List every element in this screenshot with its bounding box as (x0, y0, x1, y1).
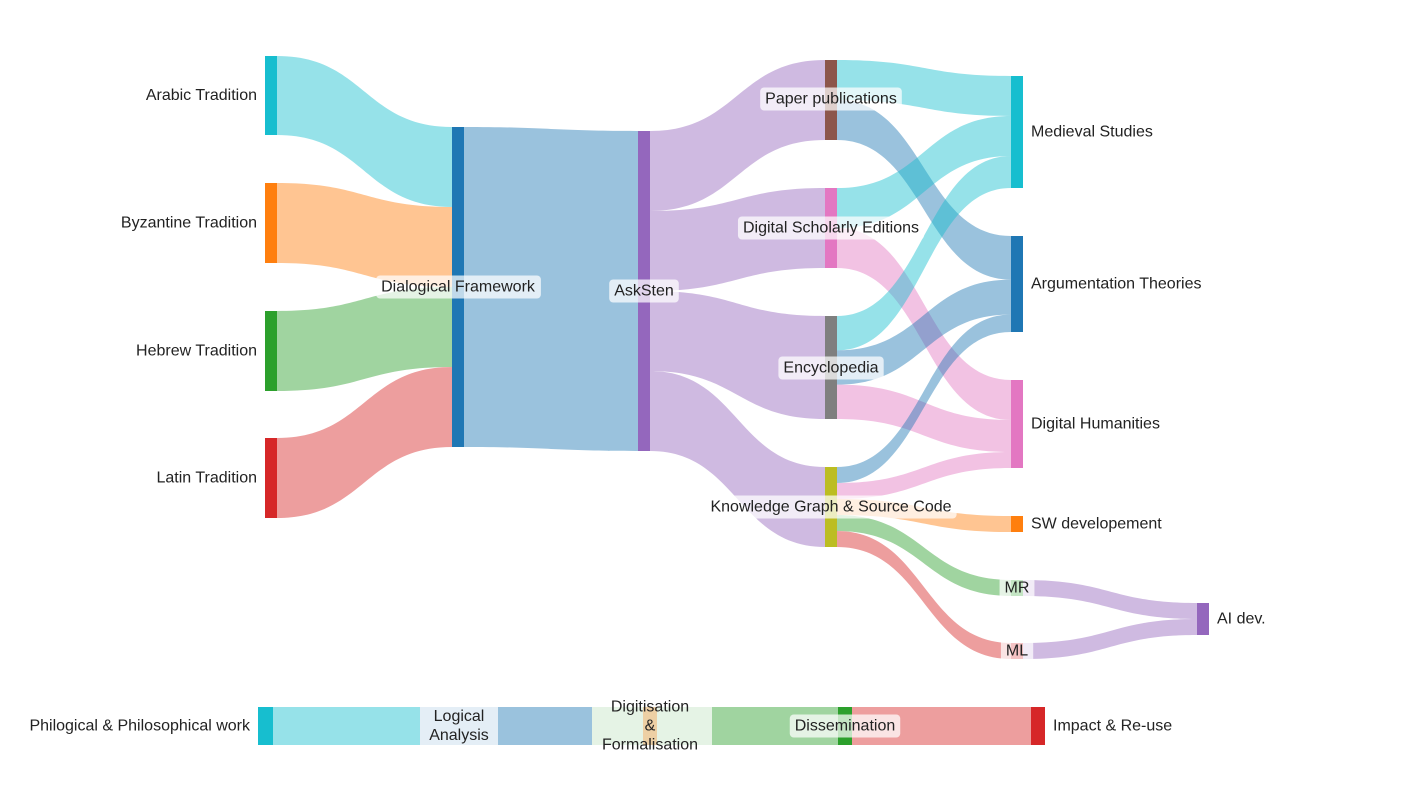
label-digital-scholarly-editions: Digital Scholarly Editions (737, 216, 925, 240)
link-encyclopedia-to-dh (837, 384, 1011, 452)
link-dialogical-to-asksten (464, 127, 638, 451)
label-sw-developement: SW developement (1031, 516, 1162, 533)
label-paper-publications: Paper publications (760, 87, 902, 111)
link-paper-to-argumentation (837, 100, 1011, 280)
svg-text:Impact & Re-use: Impact & Re-use (1053, 718, 1172, 735)
link-latin-to-dialogical (277, 367, 452, 518)
pipeline-end-label: Impact & Re-use (1053, 718, 1172, 735)
label-medieval-studies: Medieval Studies (1031, 124, 1153, 141)
label-ai-dev: AI dev. (1217, 611, 1266, 628)
link-ml-to-aidev (1023, 619, 1197, 659)
svg-text:Dialogical Framework: Dialogical Framework (381, 279, 536, 296)
svg-text:Digital Humanities: Digital Humanities (1031, 416, 1160, 433)
svg-text:Arabic Tradition: Arabic Tradition (146, 87, 257, 104)
svg-text:MR: MR (1005, 580, 1030, 597)
pipeline-legend: Philogical & Philosophical work Impact & … (29, 699, 1172, 754)
link-kg-to-argumentation (837, 314, 1011, 483)
svg-text:SW developement: SW developement (1031, 516, 1162, 533)
pipeline-segment-2 (420, 707, 498, 745)
svg-text:Logical: Logical (434, 708, 485, 725)
link-byzantine-to-dialogical (277, 183, 452, 287)
pipeline-stage-dissemination: Dissemination (789, 714, 901, 738)
svg-text:Digital Scholarly Editions: Digital Scholarly Editions (743, 220, 919, 237)
label-argumentation-theories: Argumentation Theories (1031, 276, 1201, 293)
node-sw[interactable] (1011, 516, 1023, 532)
link-kg-to-ml (837, 531, 1011, 659)
link-dse-to-medieval (837, 116, 1011, 228)
label-asksten: AskSten (609, 279, 679, 303)
svg-text:Digitisation: Digitisation (611, 699, 689, 716)
svg-text:Hebrew Tradition: Hebrew Tradition (136, 343, 257, 360)
link-hebrew-to-dialogical (277, 287, 452, 391)
label-mr: MR (999, 576, 1035, 600)
svg-text:Latin Tradition: Latin Tradition (156, 470, 257, 487)
link-kg-to-dh (837, 452, 1011, 499)
label-byzantine-tradition: Byzantine Tradition (121, 215, 257, 232)
pipeline-marker (643, 707, 657, 745)
label-digital-humanities: Digital Humanities (1031, 416, 1160, 433)
svg-text:Philogical & Philosophical wor: Philogical & Philosophical work (29, 718, 251, 735)
svg-text:Argumentation Theories: Argumentation Theories (1031, 276, 1201, 293)
svg-text:Byzantine Tradition: Byzantine Tradition (121, 215, 257, 232)
node-aidev[interactable] (1197, 603, 1209, 635)
svg-text:Formalisation: Formalisation (602, 737, 698, 754)
svg-text:Medieval Studies: Medieval Studies (1031, 124, 1153, 141)
pipeline-segment-3 (498, 707, 592, 745)
svg-text:AskSten: AskSten (614, 283, 674, 300)
pipeline-start-label: Philogical & Philosophical work (29, 718, 251, 735)
svg-text:Paper publications: Paper publications (765, 91, 897, 108)
node-hebrew[interactable] (265, 311, 277, 391)
node-arabic[interactable] (265, 56, 277, 135)
svg-text:Encyclopedia: Encyclopedia (783, 360, 878, 377)
link-asksten-to-encyclopedia (650, 291, 825, 419)
node-dh[interactable] (1011, 380, 1023, 468)
svg-text:AI dev.: AI dev. (1217, 611, 1266, 628)
link-asksten-to-paper (650, 60, 825, 211)
link-dse-to-dh (837, 228, 1011, 420)
pipeline-segment-0 (258, 707, 273, 745)
svg-text:Analysis: Analysis (429, 727, 489, 744)
link-asksten-to-dse (650, 188, 825, 291)
label-hebrew-tradition: Hebrew Tradition (136, 343, 257, 360)
label-latin-tradition: Latin Tradition (156, 470, 257, 487)
pipeline-segment-4 (592, 707, 712, 745)
link-encyclopedia-to-medieval (837, 156, 1011, 351)
node-medieval[interactable] (1011, 76, 1023, 188)
svg-text:Knowledge Graph & Source Code: Knowledge Graph & Source Code (710, 499, 951, 516)
node-argumentation[interactable] (1011, 236, 1023, 332)
svg-text:ML: ML (1006, 643, 1028, 660)
node-byzantine[interactable] (265, 183, 277, 263)
pipeline-segment-1 (273, 707, 420, 745)
pipeline-segment-8 (1031, 707, 1045, 745)
svg-text:&: & (645, 718, 656, 735)
label-dialogical-framework: Dialogical Framework (376, 275, 541, 299)
label-encyclopedia: Encyclopedia (778, 356, 884, 380)
link-mr-to-aidev (1023, 580, 1197, 619)
label-ml: ML (1000, 639, 1034, 663)
pipeline-stage-digitisation: Digitisation & Formalisation (602, 699, 698, 754)
svg-text:Dissemination: Dissemination (795, 718, 895, 735)
label-knowledge-graph-source-code: Knowledge Graph & Source Code (705, 495, 957, 519)
label-arabic-tradition: Arabic Tradition (146, 87, 257, 104)
node-latin[interactable] (265, 438, 277, 518)
link-arabic-to-dialogical (277, 56, 452, 207)
links-layer (277, 56, 1197, 659)
link-kg-to-mr (837, 515, 1011, 596)
link-paper-to-medieval (837, 60, 1011, 116)
